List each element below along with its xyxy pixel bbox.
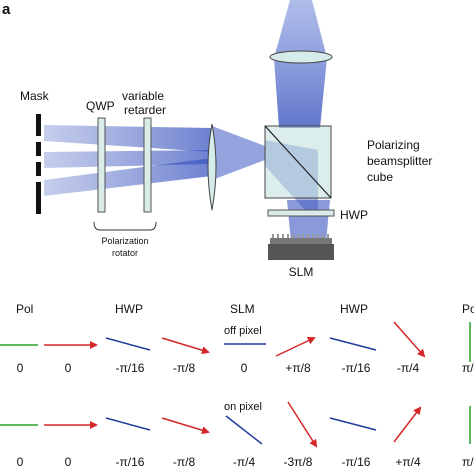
row2-arrow-4 xyxy=(393,406,422,443)
row1-arrow-3 xyxy=(275,336,316,357)
row2-value-4: -π/8 xyxy=(173,455,196,469)
header-slm: SLM xyxy=(230,302,255,316)
hwp-plate xyxy=(267,209,335,217)
polarization-rotator-bracket xyxy=(93,221,157,231)
row2-arrow-2 xyxy=(161,417,210,435)
row1-value-6: +π/8 xyxy=(285,361,311,375)
polarization-table: Pol HWP SLM HWP Pol off pixel on pixel 0… xyxy=(0,302,474,469)
row1-arrow-2 xyxy=(161,337,210,355)
beam-upward xyxy=(274,0,327,128)
row2-value-5: -π/4 xyxy=(233,455,256,469)
row1-value-3: -π/16 xyxy=(116,361,145,375)
row1-blue-hwp-2 xyxy=(329,337,377,351)
variable-retarder-label-line1: variable xyxy=(122,89,164,103)
pbs-label-line3: cube xyxy=(367,170,393,184)
beam-bottom xyxy=(44,158,212,196)
lens-horizontal xyxy=(207,123,217,211)
hwp-label: HWP xyxy=(340,208,368,222)
beam-converging xyxy=(212,126,265,180)
row2-value-2: 0 xyxy=(65,455,72,469)
polarization-rotator-label-line1: Polarization xyxy=(101,236,148,246)
pbs-label-line2: beamsplitter xyxy=(367,154,432,168)
pbs-label-line1: Polarizing xyxy=(367,138,420,152)
row1-value-1: 0 xyxy=(17,361,24,375)
row2-value-1: 0 xyxy=(17,455,24,469)
beam-top xyxy=(44,125,212,152)
header-hwp-second: HWP xyxy=(340,302,368,316)
row1-value-2: 0 xyxy=(65,361,72,375)
row1-arrow-4 xyxy=(393,321,426,358)
panel-label: a xyxy=(2,1,11,18)
row2-value-6: -3π/8 xyxy=(284,455,313,469)
qwp-label: QWP xyxy=(86,99,115,113)
row1-value-9: π/4 xyxy=(462,361,474,375)
row1-value-4: -π/8 xyxy=(173,361,196,375)
variable-retarder-label-line2: retarder xyxy=(124,103,166,117)
row2-blue-hwp-2 xyxy=(329,417,377,431)
slm-device xyxy=(268,234,334,260)
row2-value-8: +π/4 xyxy=(395,455,421,469)
header-pol-right: Pol xyxy=(462,302,474,316)
row2-value-3: -π/16 xyxy=(116,455,145,469)
variable-retarder-plate xyxy=(143,117,152,213)
header-pol-left: Pol xyxy=(16,302,33,316)
mask-label: Mask xyxy=(20,89,50,103)
on-pixel-label: on pixel xyxy=(224,401,262,413)
row2-value-7: -π/16 xyxy=(342,455,371,469)
off-pixel-label: off pixel xyxy=(224,325,262,337)
row2-blue-slm xyxy=(225,415,263,445)
row1-value-7: -π/16 xyxy=(342,361,371,375)
row1-blue-hwp xyxy=(105,337,151,351)
qwp-plate xyxy=(97,117,106,213)
row2-blue-hwp xyxy=(105,417,151,431)
slm-label: SLM xyxy=(289,265,314,279)
lens-vertical xyxy=(269,50,333,64)
header-hwp-first: HWP xyxy=(115,302,143,316)
row1-value-5: 0 xyxy=(241,361,248,375)
mask xyxy=(36,114,41,214)
row1-value-8: -π/4 xyxy=(397,361,420,375)
row2-arrow-3 xyxy=(287,401,318,448)
beamsplitter-diagonal xyxy=(264,125,332,199)
polarization-rotator-label-line2: rotator xyxy=(112,248,138,258)
beam-bundle xyxy=(44,0,330,242)
row2-value-9: π/4 xyxy=(462,455,474,469)
